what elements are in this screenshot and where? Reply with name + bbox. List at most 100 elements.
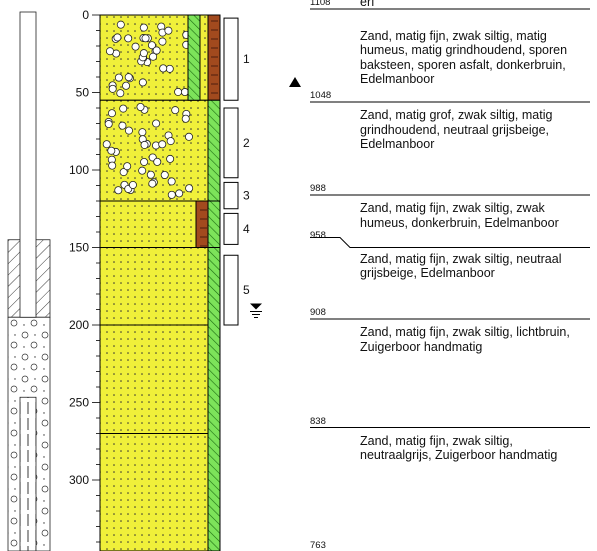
gravel-symbol bbox=[138, 128, 147, 137]
sample-label: 1 bbox=[243, 52, 250, 66]
color-strip-segment bbox=[207, 99, 221, 202]
well-construction bbox=[7, 11, 51, 551]
gravel-symbol bbox=[102, 140, 111, 149]
nap-level: 1048 bbox=[310, 90, 332, 101]
color-strip bbox=[187, 14, 221, 551]
groundwater-level-icon bbox=[250, 303, 262, 310]
gravel-symbol bbox=[139, 23, 148, 32]
sample-label: 3 bbox=[243, 189, 250, 203]
color-strip-segment bbox=[207, 247, 221, 551]
gravel-symbol bbox=[139, 49, 148, 58]
sample-interval bbox=[223, 212, 239, 245]
gravel-symbol bbox=[167, 177, 176, 186]
lithology-layer bbox=[99, 433, 209, 551]
gravel-symbol bbox=[141, 34, 150, 43]
layer-description: Zand, matig fijn, zwak siltig, lichtbrui… bbox=[360, 325, 570, 354]
layer-description: Zand, matig fijn, zwak siltig, neutraal … bbox=[360, 251, 562, 281]
depth-tick-label: 100 bbox=[69, 163, 89, 177]
gravel-symbol bbox=[106, 47, 115, 56]
gravel-symbol bbox=[166, 154, 175, 163]
layer-boundary-line bbox=[310, 237, 590, 248]
color-strip-segment bbox=[207, 200, 221, 248]
nap-level: 763 bbox=[310, 539, 326, 551]
gravel-symbol bbox=[140, 140, 149, 149]
gravel-symbol bbox=[152, 119, 161, 128]
depth-tick-label: 150 bbox=[69, 241, 89, 255]
gravel-symbol bbox=[122, 81, 131, 90]
gravel-symbol bbox=[166, 137, 175, 146]
sample-interval bbox=[223, 17, 239, 101]
gravel-symbol bbox=[175, 189, 184, 198]
lithology-layer bbox=[99, 247, 209, 326]
gravel-symbol bbox=[138, 78, 147, 87]
nap-level: 908 bbox=[310, 307, 326, 318]
gravel-symbol bbox=[181, 114, 190, 123]
depth-tick-label: 0 bbox=[82, 8, 89, 22]
lithology-layer bbox=[99, 200, 209, 248]
layer-description: Zand, matig fijn, zwak siltig, matig hum… bbox=[360, 28, 568, 87]
nap-level: 838 bbox=[310, 415, 326, 427]
lithology-column bbox=[99, 14, 209, 551]
layer-description: erf bbox=[360, 0, 375, 9]
gravel-symbol bbox=[140, 157, 149, 166]
gravel-symbol bbox=[174, 87, 183, 96]
gravel-symbol bbox=[171, 106, 180, 115]
sample-label: 2 bbox=[243, 136, 250, 150]
sample-label: 5 bbox=[243, 283, 250, 297]
triangle-marker-icon bbox=[289, 77, 301, 87]
gravel-symbol bbox=[149, 52, 158, 61]
gravel-symbol bbox=[104, 120, 113, 129]
gravel-symbol bbox=[124, 73, 133, 82]
gravel-symbol bbox=[165, 64, 174, 73]
gravel-symbol bbox=[114, 186, 123, 195]
gravel-symbol bbox=[167, 190, 176, 199]
gravel-symbol bbox=[164, 26, 173, 35]
gravel-symbol bbox=[119, 168, 128, 177]
gravel-symbol bbox=[180, 88, 189, 97]
layer-description: Zand, matig fijn, zwak siltig, neutraalg… bbox=[360, 433, 558, 463]
sample-interval bbox=[223, 254, 239, 326]
gravel-symbol bbox=[119, 104, 128, 113]
gravel-symbol bbox=[114, 73, 123, 82]
gravel-symbol bbox=[108, 161, 117, 170]
gravel-symbol bbox=[124, 126, 133, 135]
gravel-symbol bbox=[124, 34, 133, 43]
gravel-symbol bbox=[158, 140, 167, 149]
gravel-symbol bbox=[184, 132, 193, 141]
sample-interval bbox=[223, 181, 239, 210]
gravel-symbol bbox=[136, 103, 145, 112]
gravel-symbol bbox=[118, 121, 127, 130]
gravel-symbol bbox=[113, 33, 122, 42]
gravel-symbol bbox=[152, 46, 161, 55]
layer-description: Zand, matig grof, zwak siltig, matig gri… bbox=[360, 108, 553, 151]
color-strip-segment bbox=[207, 14, 221, 101]
gravel-symbol bbox=[147, 41, 156, 50]
gravel-symbol bbox=[148, 179, 157, 188]
gravel-symbol bbox=[116, 89, 125, 98]
nap-level: 988 bbox=[310, 183, 326, 194]
lithology-layer bbox=[99, 324, 209, 434]
gravel-symbol bbox=[128, 180, 137, 189]
gravel-symbol bbox=[160, 170, 169, 179]
well-filter-pipe bbox=[19, 396, 37, 551]
description-lines bbox=[310, 8, 590, 428]
gravel-symbol bbox=[123, 162, 132, 171]
gravel-symbol bbox=[185, 184, 194, 193]
gravel-symbol bbox=[138, 166, 147, 175]
depth-tick-label: 200 bbox=[69, 318, 89, 332]
sample-interval bbox=[223, 107, 239, 179]
nap-level: 958 bbox=[310, 229, 326, 241]
gravel-symbol bbox=[116, 20, 125, 29]
gravel-symbol bbox=[107, 146, 116, 155]
layer-description: Zand, matig fijn, zwak siltig, zwak hume… bbox=[360, 201, 559, 230]
gravel-symbol bbox=[107, 109, 116, 118]
gravel-symbol bbox=[158, 37, 167, 46]
admixture-strip bbox=[187, 14, 201, 101]
gravel-symbol bbox=[146, 170, 155, 179]
nap-level: 1108 bbox=[310, 0, 331, 8]
depth-tick-label: 50 bbox=[76, 86, 90, 100]
gravel-symbol bbox=[153, 157, 162, 166]
